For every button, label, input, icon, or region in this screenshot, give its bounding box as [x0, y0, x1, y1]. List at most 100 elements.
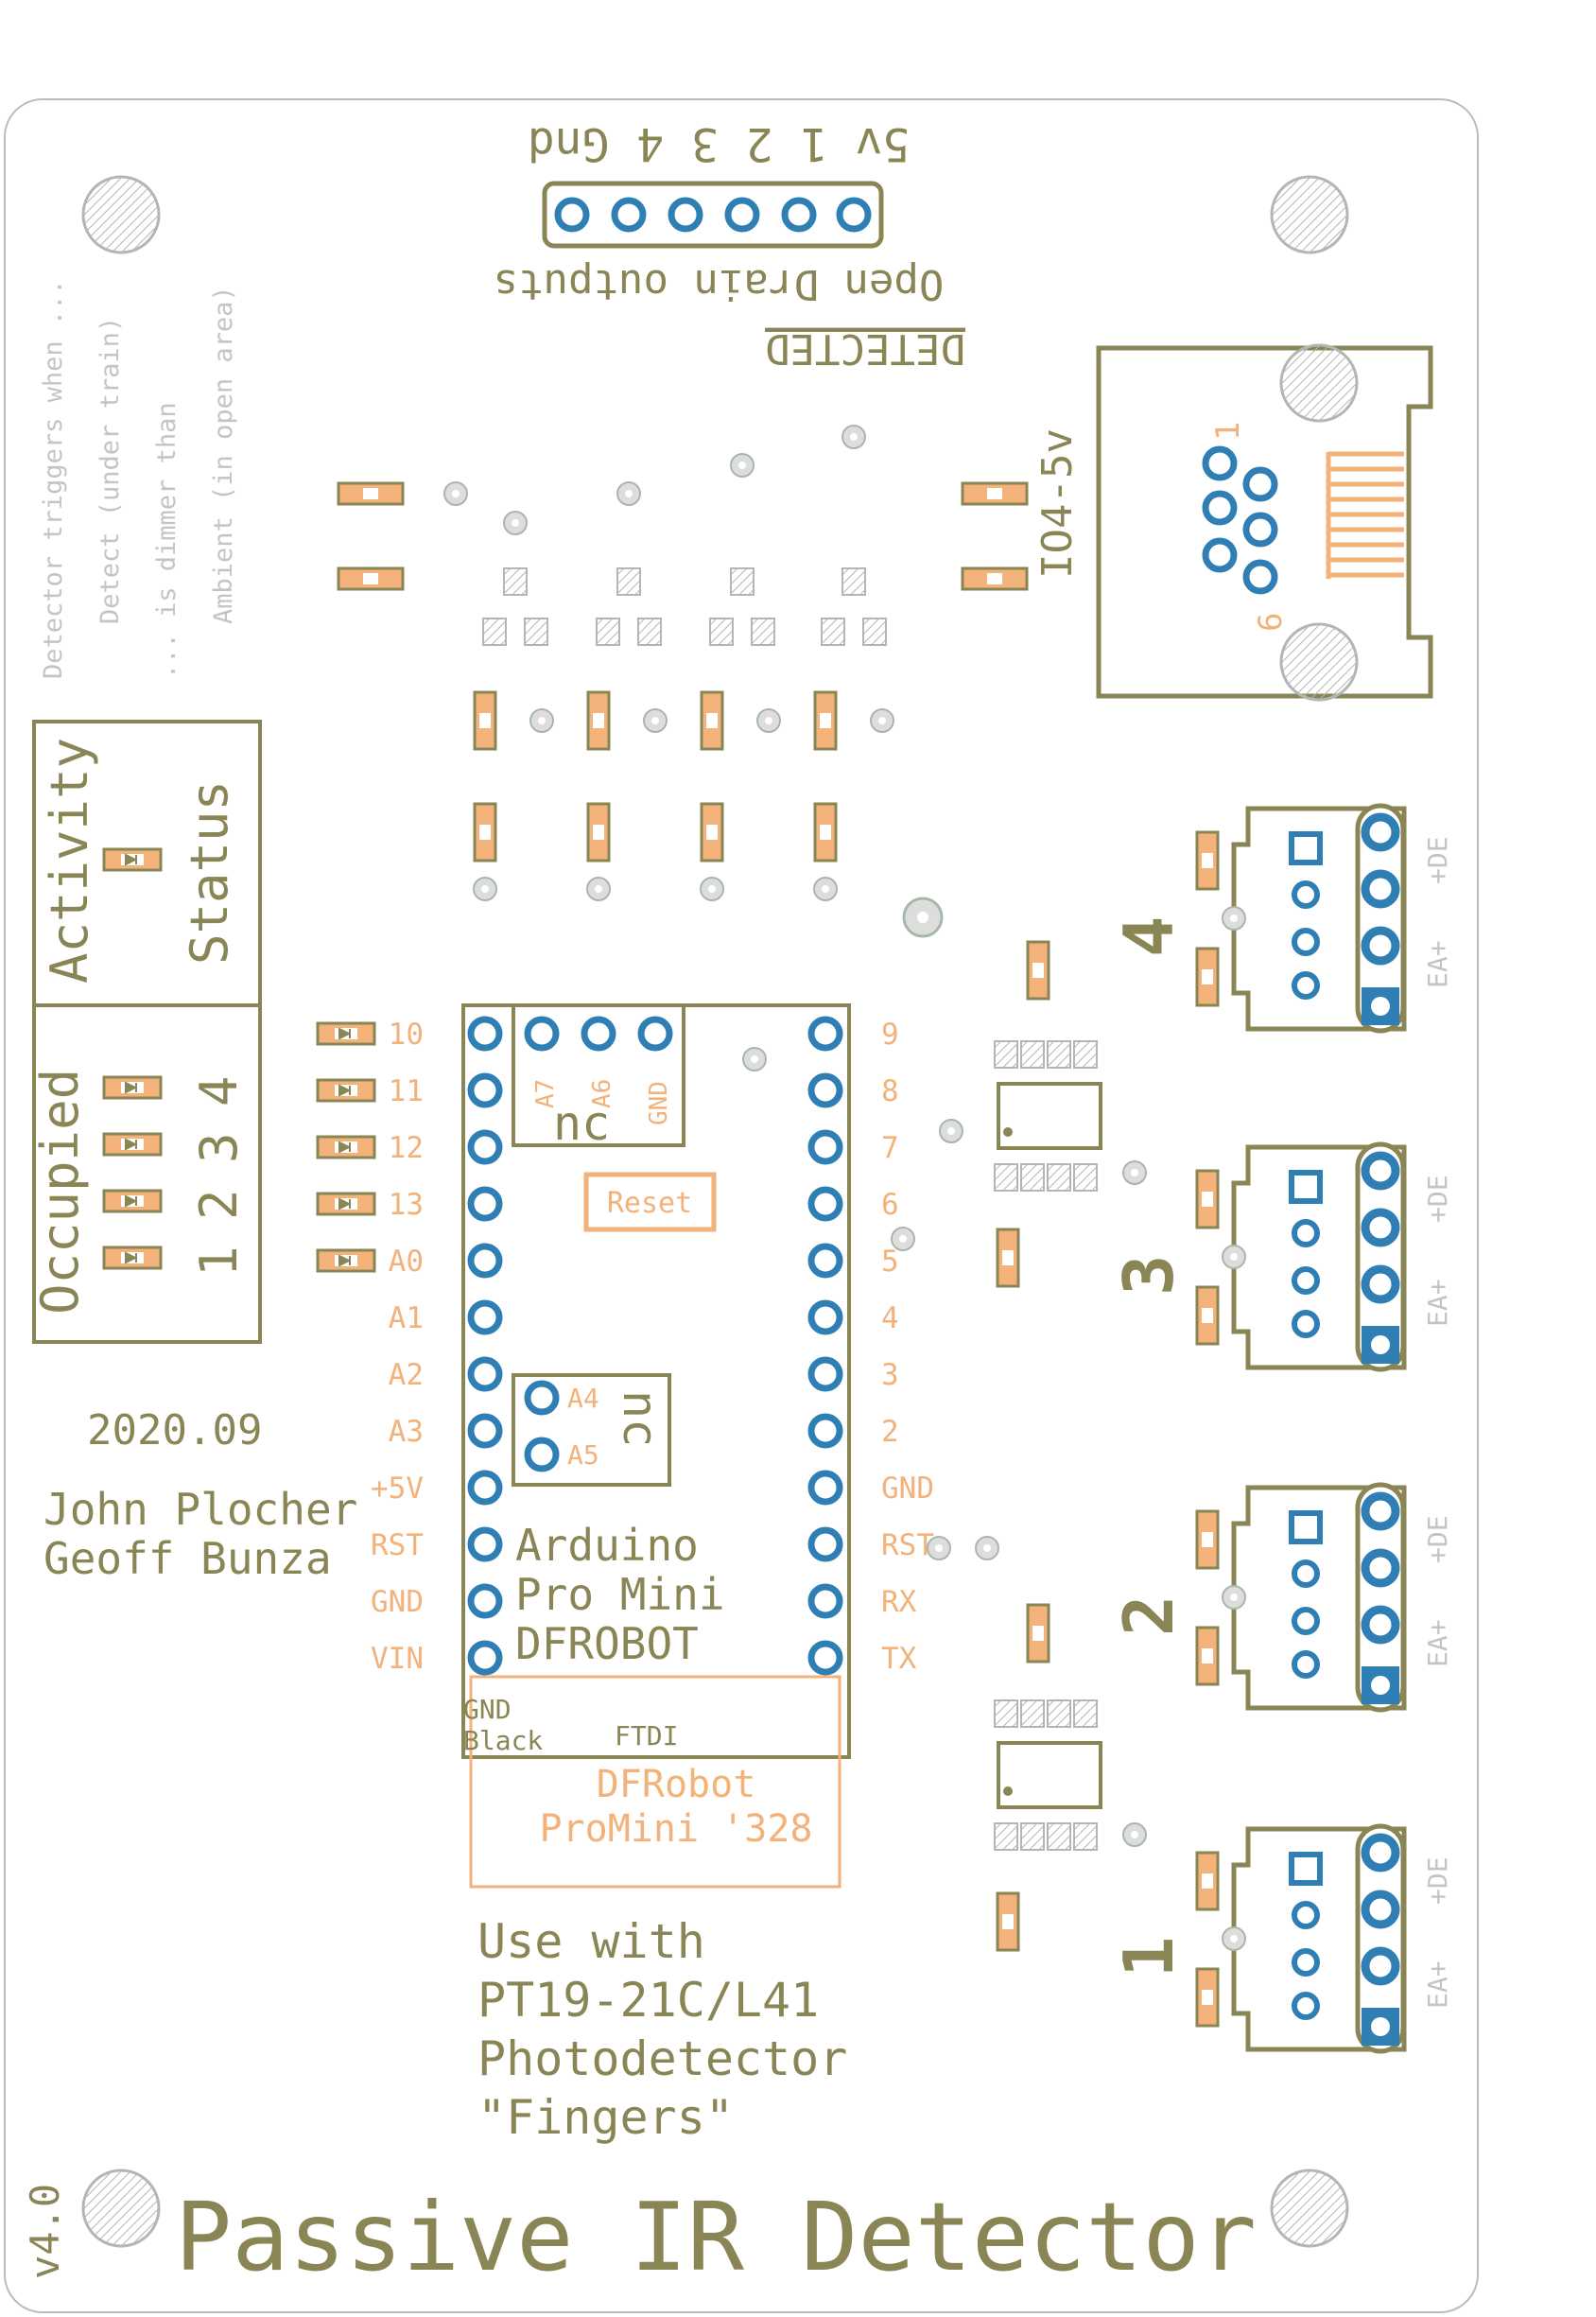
resistor: [1195, 1626, 1220, 1686]
via: [870, 708, 894, 733]
pin-led: [316, 1248, 376, 1273]
left-pin-label: A3: [389, 1415, 424, 1449]
resistor: [1195, 830, 1220, 891]
hatched-pad: [730, 567, 755, 596]
module-name-line2: ProMini '328: [540, 1807, 813, 1851]
via: [616, 481, 641, 506]
io-connector[interactable]: [1096, 343, 1433, 702]
ftdi-label: FTDI: [615, 1720, 678, 1751]
resistor: [961, 566, 1029, 591]
occupied-led: [102, 1246, 163, 1270]
detected-heading: DETECTED: [765, 324, 965, 373]
detector-port-1[interactable]: [1231, 1823, 1407, 2054]
left-pin-label: RST: [371, 1528, 424, 1562]
right-pin-label: 2: [881, 1415, 899, 1449]
port-plus-de-label: +DE: [1422, 1175, 1453, 1223]
right-pin-label: GND: [881, 1472, 934, 1506]
occupied-led: [102, 1189, 163, 1213]
port-number-3: 3: [1109, 1255, 1188, 1296]
top-block-pad[interactable]: [528, 1019, 556, 1048]
left-pin-label: A1: [389, 1301, 424, 1335]
activity-led: [102, 847, 163, 872]
resistor: [473, 802, 497, 862]
mid-block-pad[interactable]: [528, 1440, 556, 1469]
top-block-nc: nc: [553, 1096, 610, 1151]
via: [643, 708, 668, 733]
via: [1122, 1160, 1147, 1185]
usage-line4: "Fingers": [477, 2090, 734, 2145]
resistor: [996, 1891, 1020, 1952]
via: [813, 877, 838, 901]
detector-port-4[interactable]: [1231, 803, 1407, 1034]
top-block-label: A6: [588, 1079, 616, 1108]
pin-led: [316, 1135, 376, 1159]
mounting-hole: [1270, 2169, 1349, 2248]
resistor: [700, 690, 724, 751]
hatched-pad: [524, 618, 548, 646]
occupied-number-3: 3: [189, 1132, 249, 1163]
hatched-pad: [482, 618, 507, 646]
left-pin-label: 13: [389, 1188, 424, 1222]
detector-note-line3: ... is dimmer than: [152, 402, 182, 679]
output-header[interactable]: [542, 181, 884, 249]
right-pin-label: 4: [881, 1301, 899, 1335]
detector-note-line1: Detector triggers when ...: [39, 279, 68, 679]
detector-note-line2: Detect (under train): [95, 317, 125, 624]
left-pin-label: 12: [389, 1131, 424, 1165]
right-pin-label: TX: [881, 1642, 917, 1676]
left-pin-label: A2: [389, 1358, 424, 1392]
resistor: [1195, 1509, 1220, 1570]
board-version: v4.0: [22, 2184, 68, 2279]
hatched-pad: [841, 567, 866, 596]
occupied-number-1: 1: [189, 1246, 249, 1277]
right-pin-label: 6: [881, 1188, 899, 1222]
io-pin-last: 6: [1252, 613, 1290, 632]
module-name-line1: DFRobot: [597, 1763, 756, 1806]
via: [891, 1227, 915, 1251]
resistor: [961, 481, 1029, 506]
resistor: [1195, 1967, 1220, 2028]
via: [443, 481, 468, 506]
via: [529, 708, 554, 733]
detector-port-3[interactable]: [1231, 1141, 1407, 1372]
left-pin-label: A0: [389, 1245, 424, 1279]
mid-block-nc: nc: [613, 1390, 668, 1447]
resistor: [813, 802, 838, 862]
resistor: [996, 1228, 1020, 1288]
ic-chip-upper: [994, 1040, 1102, 1192]
pin-led: [316, 1021, 376, 1046]
resistor: [1195, 1285, 1220, 1346]
mid-block-label: A5: [567, 1439, 599, 1471]
resistor: [1195, 947, 1220, 1007]
io-connector-label: IO4-5v: [1033, 428, 1082, 579]
right-pin-label: 5: [881, 1245, 899, 1279]
via: [939, 1119, 963, 1143]
port-plus-de-label: +DE: [1422, 1856, 1453, 1905]
detector-note-line4: Ambient (in open area): [209, 286, 238, 624]
left-pin-label: 10: [389, 1018, 424, 1052]
mounting-hole: [81, 175, 161, 254]
ftdi-gnd-label: GND: [463, 1694, 512, 1725]
mid-block-pad[interactable]: [528, 1384, 556, 1412]
ic-chip-lower: [994, 1699, 1102, 1851]
hatched-pad: [821, 618, 845, 646]
port-plus-de-label: +DE: [1422, 836, 1453, 884]
left-pin-label: +5V: [371, 1472, 424, 1506]
occupied-number-2: 2: [189, 1189, 249, 1220]
resistor: [586, 690, 611, 751]
top-block-pad[interactable]: [584, 1019, 613, 1048]
via: [586, 877, 611, 901]
resistor: [1026, 940, 1050, 1001]
left-pin-label: GND: [371, 1585, 424, 1619]
reset-button[interactable]: [583, 1172, 717, 1232]
occupied-led: [102, 1132, 163, 1157]
resistor: [700, 802, 724, 862]
detector-port-2[interactable]: [1231, 1482, 1407, 1713]
port-ea-plus-label: EA+: [1422, 1619, 1453, 1667]
usage-line2: PT19-21C/L41: [477, 1973, 819, 2028]
hatched-pad: [751, 618, 775, 646]
via: [1222, 1245, 1246, 1269]
resistor: [586, 802, 611, 862]
top-block-pad[interactable]: [641, 1019, 669, 1048]
